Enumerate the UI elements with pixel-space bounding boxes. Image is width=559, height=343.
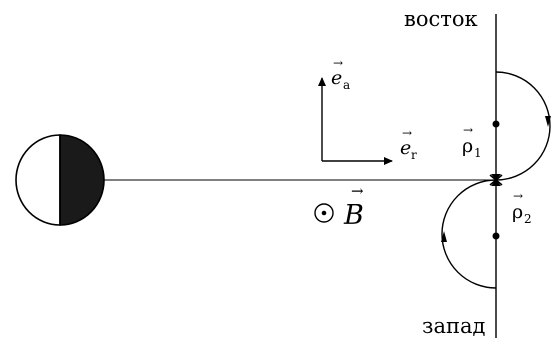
label-rho-1: ρ (462, 135, 473, 157)
lower-arc-arrow-icon (441, 231, 447, 242)
label-west: запад (422, 314, 485, 338)
center-point-2 (492, 232, 500, 240)
rho-2-arrow-glyph: → (513, 189, 523, 203)
label-b-field: B (343, 200, 364, 231)
b-arrow-glyph: → (351, 182, 364, 200)
junction-cross-icon (489, 174, 503, 186)
label-e-r: e (400, 137, 411, 159)
label-e-a-sub: a (343, 78, 350, 92)
label-e-r-sub: r (411, 148, 417, 162)
e-r-arrow-glyph: → (402, 126, 412, 140)
lower-trajectory-arc (441, 179, 497, 289)
label-east: восток (404, 7, 478, 31)
upper-arc-arrow-icon (545, 116, 551, 127)
dot-in-circle-out-of-page-icon (314, 203, 334, 223)
e-a-arrow-glyph: → (333, 56, 343, 70)
label-rho-2: ρ (512, 201, 523, 223)
center-point-1 (492, 120, 500, 128)
label-rho-1-sub: 1 (474, 146, 482, 160)
label-rho-2-sub: 2 (524, 212, 532, 226)
half-filled-disk-icon (15, 134, 105, 226)
upper-trajectory-arc (495, 71, 551, 181)
label-e-a: e (331, 67, 342, 89)
rho-1-arrow-glyph: → (463, 123, 473, 137)
